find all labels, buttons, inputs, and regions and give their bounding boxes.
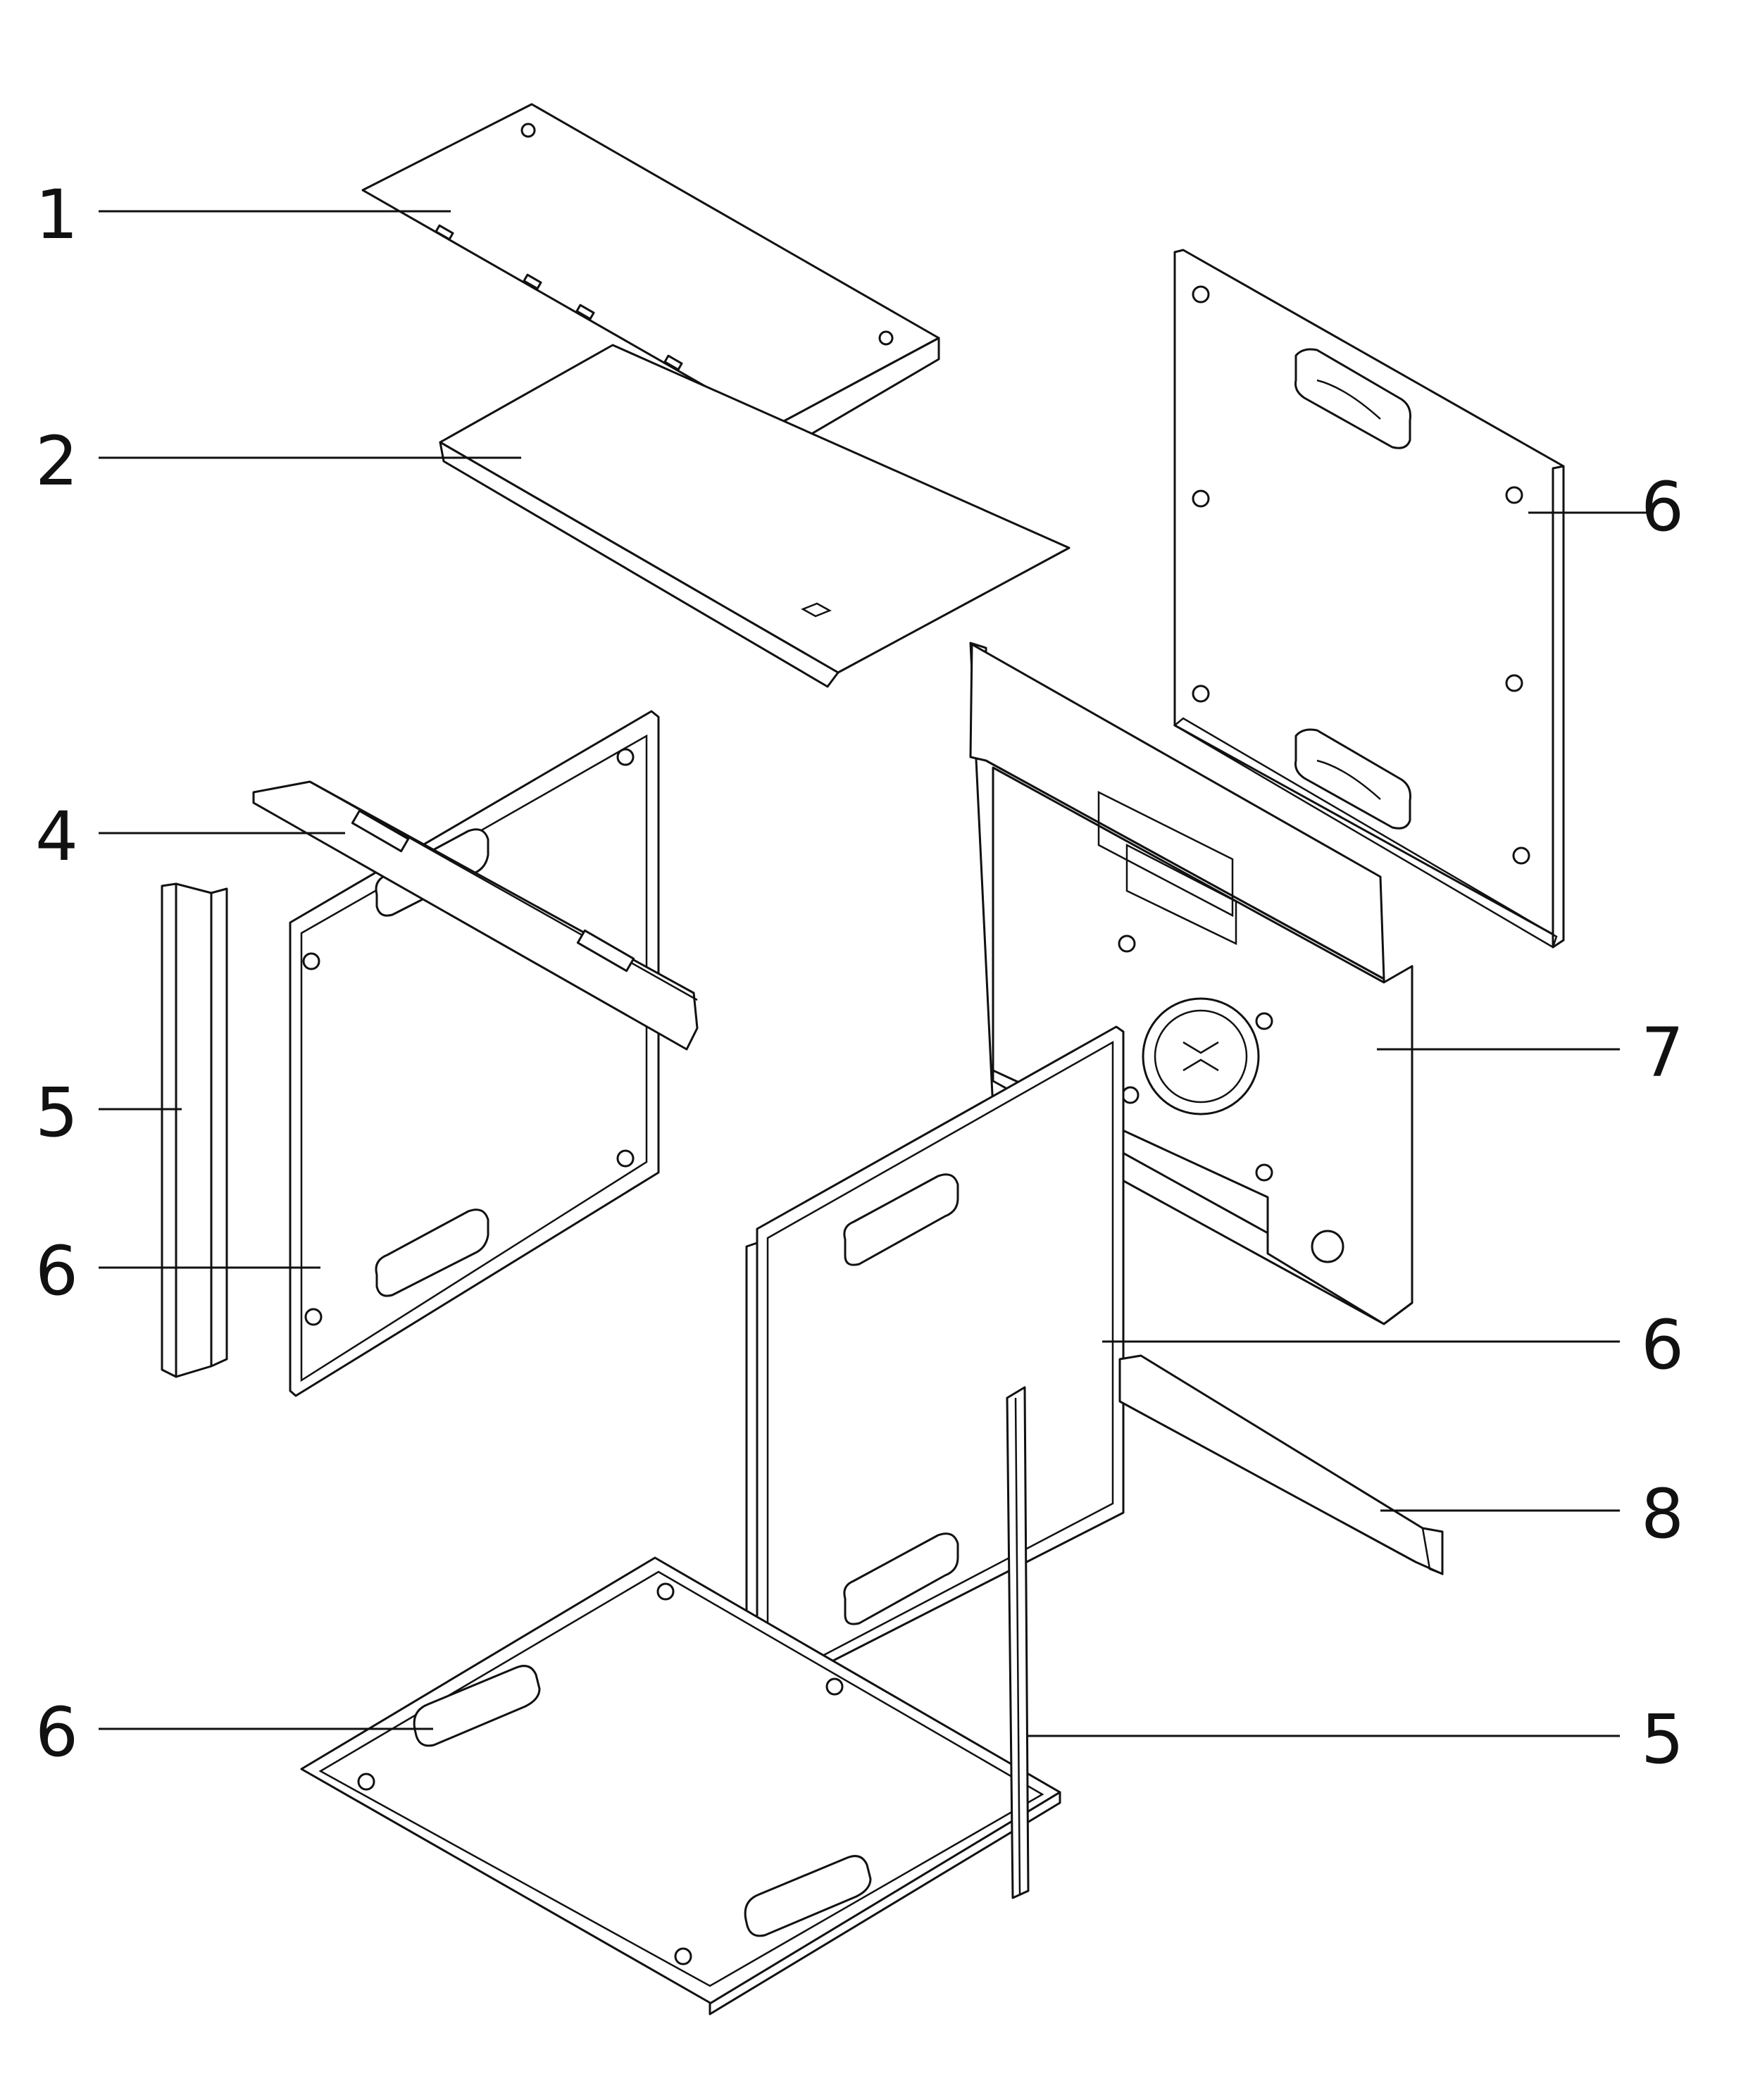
- part-side-panel-left: [289, 710, 660, 1397]
- callout-2: 2: [35, 422, 78, 501]
- callout-7: 7: [1641, 1013, 1684, 1092]
- part-rod: [1118, 1354, 1444, 1575]
- callout-1: 1: [35, 175, 78, 254]
- callout-8: 8: [1641, 1475, 1684, 1554]
- callout-6-left: 6: [35, 1232, 78, 1311]
- part-channel-left: [161, 882, 228, 1378]
- part-strip-right: [1006, 1386, 1030, 1899]
- part-floor-panel: [300, 1556, 1061, 2015]
- callout-5-left: 5: [35, 1073, 78, 1152]
- callout-6-front: 6: [1641, 1306, 1684, 1385]
- part-side-panel-upper-right: [1173, 249, 1565, 949]
- part-plate: [439, 344, 1071, 688]
- callout-4: 4: [35, 797, 78, 876]
- part-front-panel: [745, 1025, 1125, 1697]
- part-top-cover: [361, 103, 940, 449]
- part-rail: [252, 780, 699, 1051]
- callout-6-upper-right: 6: [1641, 468, 1684, 546]
- callout-5-right: 5: [1641, 1700, 1684, 1779]
- callout-layer: 1 2 4 5 6 6 7 6 8 6 5: [35, 175, 1684, 1779]
- callout-6-bottom: 6: [35, 1693, 78, 1772]
